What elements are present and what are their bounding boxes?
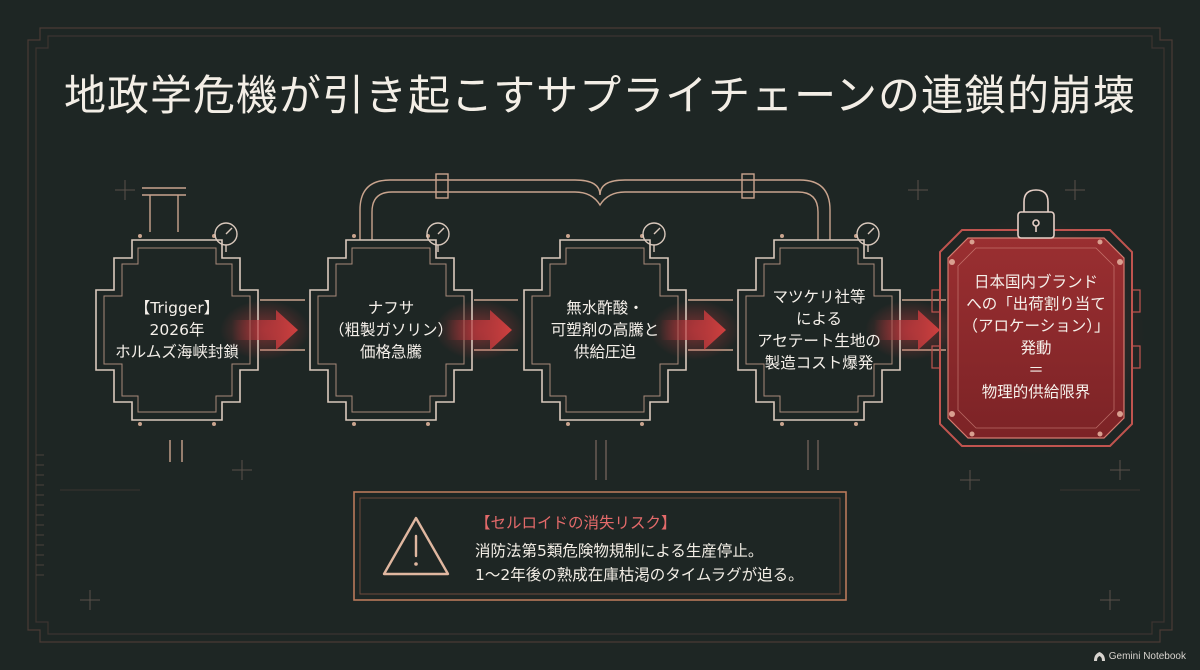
node-1-text: 【Trigger】 2026年 ホルムズ海峡封鎖 (100, 270, 254, 390)
node-line: ナフサ (367, 299, 415, 317)
final-line: （アロケーション）」 (962, 317, 1110, 335)
node-line: 供給圧迫 (573, 343, 636, 361)
final-node-box (931, 229, 1141, 447)
node-frame-2 (309, 239, 473, 421)
node-line: （粗製ガソリン） (328, 321, 453, 339)
final-line: ＝ (1028, 361, 1044, 379)
node-line: 無水酢酸・ (566, 299, 644, 317)
footer-label: Gemini Notebook (1108, 651, 1186, 662)
node-frame-3 (523, 239, 687, 421)
node-line: アセテート生地の (757, 332, 881, 350)
page-title: 地政学危機が引き起こすサプライチェーンの連鎖的崩壊 (63, 71, 1137, 120)
pressure-gauge-icon (642, 222, 666, 252)
arrow-right-icon (446, 310, 512, 350)
node-line: 可塑剤の高騰と (550, 321, 660, 339)
node-line: 製造コスト爆発 (764, 354, 874, 372)
bypass-pipe (359, 173, 831, 240)
outer-frame (27, 27, 1173, 643)
final-line: 物理的供給限界 (981, 383, 1091, 401)
arrow-right-icon (874, 310, 940, 350)
notebook-logo-icon (1093, 652, 1105, 661)
node-4-text: マツケリ社等 による アセテート生地の 製造コスト爆発 (742, 270, 896, 390)
arrow-right-icon (660, 310, 726, 350)
warning-line-1: 消防法第5類危険物規制による生産停止。 (475, 542, 764, 560)
inlet-pipe (142, 187, 186, 462)
arrow-right-icon (232, 310, 298, 350)
node-2-text: ナフサ （粗製ガソリン） 価格急騰 (314, 270, 468, 390)
node-line: による (795, 310, 843, 328)
warning-line-2: 1〜2年後の熟成在庫枯渇のタイムラグが迫る。 (475, 566, 804, 584)
warning-box (353, 491, 847, 601)
node-line: 2026年 (149, 321, 205, 339)
node-frame-1 (95, 239, 259, 421)
final-node-text: 日本国内ブランド への「出荷割り当て （アロケーション）」 発動 ＝ 物理的供給… (958, 262, 1114, 412)
grid-crosses (60, 180, 1140, 610)
node-line: マツケリ社等 (772, 288, 866, 306)
footer-brand: Gemini Notebook (1093, 651, 1186, 662)
node-line: 価格急騰 (359, 343, 422, 361)
pressure-gauge-icon (214, 222, 238, 252)
node-frame-4 (737, 239, 901, 421)
scale-ticks (36, 454, 44, 576)
final-line: 日本国内ブランド (973, 273, 1098, 291)
final-line: への「出荷割り当て (966, 295, 1106, 313)
final-line: 発動 (1020, 339, 1052, 357)
warning-title: 【セルロイドの消失リスク】 (475, 514, 677, 532)
node-3-text: 無水酢酸・ 可塑剤の高騰と 供給圧迫 (528, 270, 682, 390)
warning-triangle-icon (382, 516, 450, 576)
pipe-legs (595, 440, 819, 480)
node-line: ホルムズ海峡封鎖 (115, 343, 239, 361)
padlock-icon (1017, 189, 1055, 239)
pressure-gauge-icon (426, 222, 450, 252)
node-line: 【Trigger】 (134, 299, 220, 317)
pressure-gauge-icon (856, 222, 880, 252)
